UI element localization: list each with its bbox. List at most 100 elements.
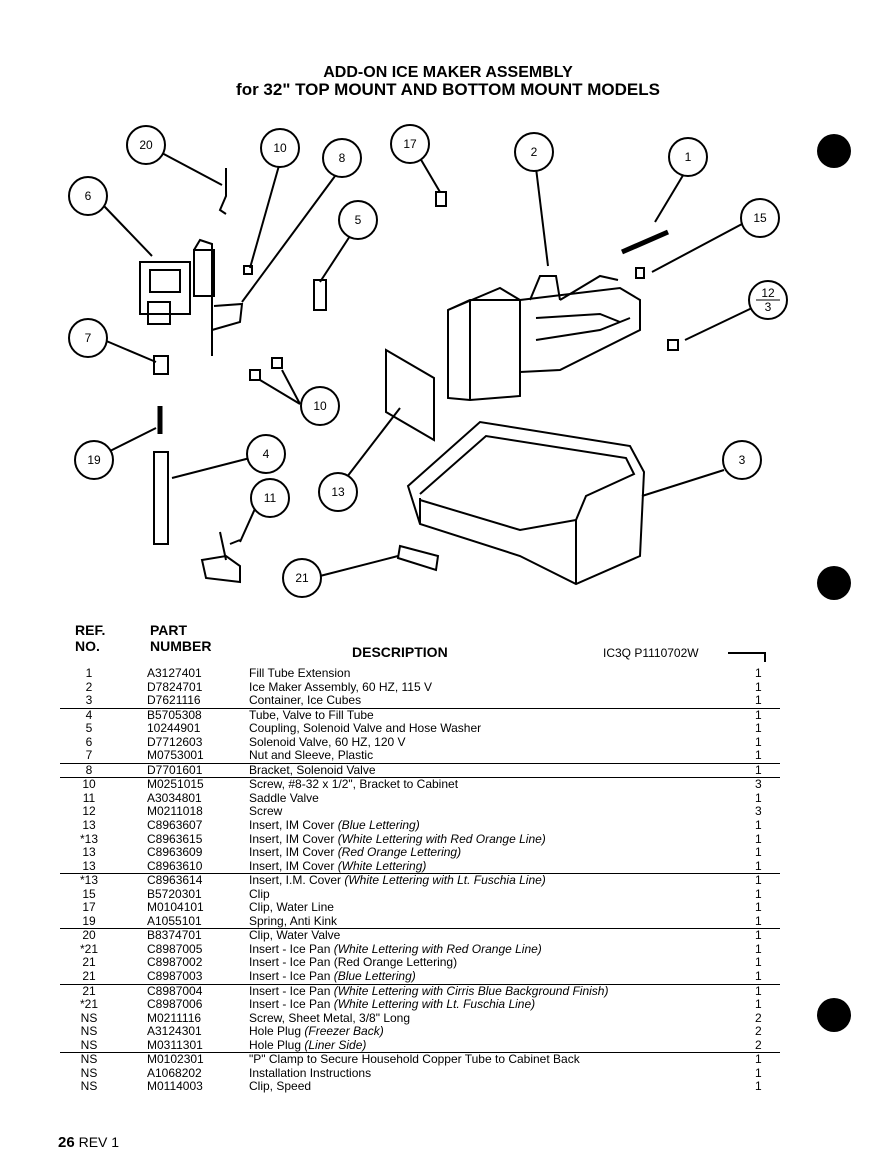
- callout-21: [282, 558, 322, 598]
- description-cell: Screw, Sheet Metal, 3/8" Long: [249, 1010, 411, 1025]
- qty-cell: 1: [755, 748, 762, 763]
- qty-cell: 1: [755, 707, 762, 722]
- callout-label-10b: 10: [313, 399, 327, 413]
- callout-label-6: 6: [85, 189, 92, 203]
- description-cell: Insert, IM Cover (White Lettering with R…: [249, 831, 546, 846]
- description-note: (White Lettering with Lt. Fuschia Line): [333, 997, 536, 1012]
- description-cell: Insert, IM Cover (White Lettering): [249, 858, 427, 873]
- part-number-cell: C8987002: [147, 955, 203, 970]
- ref-cell: 13: [82, 858, 96, 873]
- part-number-cell: M0211018: [147, 804, 203, 819]
- callout-label-3-small: 3: [765, 300, 772, 314]
- qty-cell: 1: [755, 693, 762, 708]
- callout-2: [514, 132, 554, 172]
- page-footer: 26 REV 1: [58, 1134, 119, 1151]
- qty-cell: 1: [755, 969, 762, 984]
- ref-cell: 11: [82, 790, 96, 805]
- description-note: (White Lettering): [337, 858, 427, 873]
- ref-cell: NS: [80, 1052, 98, 1067]
- revision: REV 1: [78, 1134, 120, 1150]
- qty-cell: 1: [755, 873, 762, 888]
- callout-20: [126, 125, 166, 165]
- description-cell: Insert - Ice Pan (White Lettering with C…: [249, 983, 609, 998]
- title-line-1: ADD-ON ICE MAKER ASSEMBLY: [323, 64, 573, 81]
- description-cell: Insert, I.M. Cover (White Lettering with…: [249, 873, 546, 888]
- ref-cell: *21: [79, 941, 99, 956]
- description-cell: Ice Maker Assembly, 60 HZ, 115 V: [249, 679, 432, 694]
- qty-bracket: [728, 652, 766, 662]
- ref-cell: 1: [85, 666, 93, 680]
- description-cell: Clip, Speed: [249, 1079, 312, 1094]
- binder-hole-middle: [817, 566, 851, 600]
- part-number-cell: A3034801: [147, 790, 202, 805]
- description-cell: Clip, Water Valve: [249, 928, 341, 943]
- parts-row: NS M0211116 Screw, Sheet Metal, 3/8" Long 2: [60, 1010, 780, 1026]
- ref-cell: 12: [82, 804, 96, 819]
- description-cell: Clip: [249, 886, 270, 901]
- description-cell: Solenoid Valve, 60 HZ, 120 V: [249, 734, 406, 749]
- ref-cell: 4: [85, 707, 93, 722]
- callout-11: [250, 478, 290, 518]
- callout-label-1: 1: [685, 150, 692, 164]
- description-cell: Insert - Ice Pan (Blue Lettering): [249, 969, 416, 984]
- qty-cell: 1: [755, 818, 762, 833]
- part-number-cell: M0311301: [147, 1037, 203, 1052]
- ref-cell: *13: [79, 873, 99, 888]
- ref-cell: 6: [85, 734, 93, 749]
- qty-cell: 1: [755, 913, 762, 928]
- qty-cell: 1: [755, 886, 762, 901]
- part-number-cell: D7824701: [147, 679, 203, 694]
- callout-3: [722, 440, 762, 480]
- ref-cell: 20: [82, 928, 96, 943]
- callout-label-8: 8: [339, 151, 346, 165]
- part-number-cell: B5720301: [147, 886, 202, 901]
- qty-cell: 2: [755, 1024, 762, 1039]
- part-number-cell: C8963615: [147, 831, 203, 846]
- ref-cell: 13: [82, 845, 96, 860]
- description-cell: Clip, Water Line: [249, 900, 334, 915]
- qty-cell: 1: [755, 666, 762, 680]
- callout-1: [668, 137, 708, 177]
- page-number: 26: [58, 1134, 75, 1151]
- description-cell: Insert - Ice Pan (White Lettering with R…: [249, 941, 542, 956]
- qty-cell: 2: [755, 1010, 762, 1025]
- description-note: (White Lettering with Cirris Blue Backgr…: [333, 983, 609, 998]
- part-number-cell: M0211116: [147, 1010, 202, 1025]
- description-note: (Freezer Back): [304, 1024, 384, 1039]
- qty-cell: 1: [755, 734, 762, 749]
- callout-7: [68, 318, 108, 358]
- part-number-cell: A3127401: [147, 666, 202, 680]
- qty-cell: 2: [755, 1037, 762, 1052]
- ref-cell: 21: [82, 983, 96, 998]
- binder-hole-top: [817, 134, 851, 168]
- callout-10a: [260, 128, 300, 168]
- header-description: DESCRIPTION: [352, 644, 448, 660]
- callout-13: [318, 472, 358, 512]
- ref-cell: NS: [80, 1010, 98, 1025]
- exploded-diagram: 20 10 8 17 2 1 6 5 15 12 3 7 10 19 4 13 …: [68, 124, 788, 598]
- header-ref-no: NO.: [75, 638, 100, 654]
- part-number-cell: M0251015: [147, 777, 204, 792]
- qty-cell: 1: [755, 928, 762, 943]
- part-number-cell: C8987006: [147, 997, 203, 1012]
- parts-table-header: REF. NO. PART NUMBER DESCRIPTION IC3Q P1…: [0, 622, 896, 662]
- description-note: (Red Orange Lettering): [337, 845, 462, 860]
- callout-label-10a: 10: [273, 141, 287, 155]
- description-cell: Installation Instructions: [249, 1065, 372, 1080]
- part-number-cell: M0114003: [147, 1079, 203, 1094]
